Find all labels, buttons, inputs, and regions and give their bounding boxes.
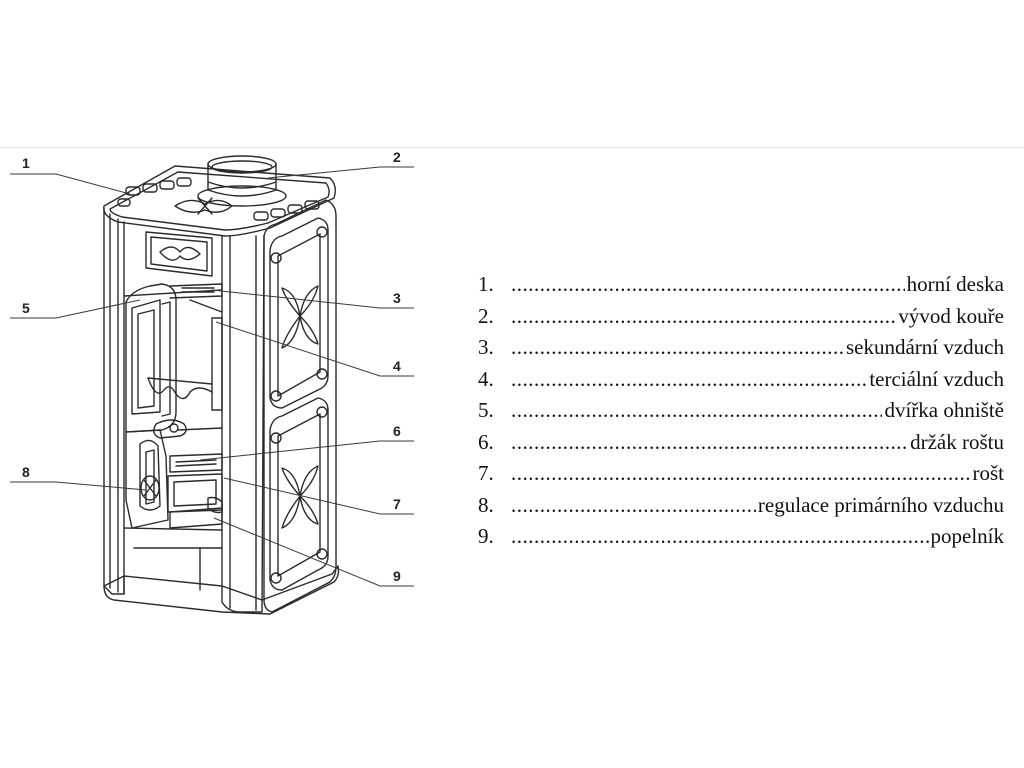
legend-item-label: vývod kouře — [898, 303, 1004, 328]
dot-leader — [511, 364, 867, 396]
legend-item-number: 3. — [478, 335, 494, 359]
legend-item-label: regulace primárního vzduchu — [757, 492, 1004, 517]
legend-item: 2. vývod kouře — [478, 301, 1004, 333]
callout-4: 4 — [393, 358, 401, 374]
legend-item: 5. dvířka ohniště — [478, 395, 1004, 427]
dot-leader — [511, 301, 896, 333]
parts-legend: 1. horní deska 2. vývod kouře 3. sekundá… — [478, 269, 1004, 553]
legend-item-label: držák roštu — [910, 429, 1004, 454]
legend-item: 7. rošt — [478, 458, 1004, 490]
legend-item-label: sekundární vzduch — [845, 335, 1004, 359]
front-ornament — [145, 231, 213, 277]
leader-line-5 — [10, 299, 141, 319]
legend-item-label: horní deska — [906, 272, 1004, 296]
legend-item-label: dvířka ohniště — [884, 398, 1004, 422]
dot-leader — [511, 427, 908, 459]
callout-7: 7 — [393, 496, 401, 512]
legend-item-number: 7. — [478, 461, 494, 485]
callout-2: 2 — [393, 149, 401, 165]
leader-line-1 — [10, 173, 131, 195]
legend-item-number: 5. — [478, 398, 494, 422]
dot-leader — [511, 521, 929, 553]
callout-8: 8 — [22, 464, 30, 480]
base — [103, 565, 340, 615]
leader-line-6 — [199, 440, 414, 461]
legend-item-number: 6. — [478, 429, 494, 454]
leader-line-2 — [267, 166, 414, 179]
front-column — [221, 235, 265, 613]
legend-item: 9. popelník — [478, 521, 1004, 553]
dot-leader — [511, 458, 971, 490]
leader-line-3 — [211, 289, 414, 309]
callout-3: 3 — [393, 290, 401, 306]
legend-item-label: terciální vzduch — [869, 366, 1004, 391]
leader-line-7 — [223, 477, 414, 515]
top-divider — [0, 147, 1024, 148]
legend-item: 1. horní deska — [478, 269, 1004, 301]
callout-9: 9 — [393, 568, 401, 584]
dot-leader — [511, 269, 905, 301]
legend-item-label: rošt — [972, 461, 1005, 485]
legend-item: 6. držák roštu — [478, 427, 1004, 459]
legend-item-number: 2. — [478, 303, 494, 328]
legend-item-label: popelník — [930, 524, 1005, 548]
legend-item-number: 4. — [478, 366, 494, 391]
left-column — [103, 207, 125, 595]
legend-item-number: 9. — [478, 524, 494, 548]
leader-lines — [10, 166, 414, 587]
callout-1: 1 — [22, 155, 30, 171]
top-plate — [103, 165, 337, 237]
legend-item: 3. sekundární vzduch — [478, 332, 1004, 364]
callout-5: 5 — [22, 300, 30, 316]
legend-item-number: 8. — [478, 492, 494, 517]
callout-6: 6 — [393, 423, 401, 439]
legend-item: 4. terciální vzduch — [478, 364, 1004, 396]
grate — [167, 453, 223, 529]
dot-leader — [511, 332, 844, 364]
leader-line-4 — [215, 321, 414, 377]
legend-item-number: 1. — [478, 272, 494, 296]
dot-leader — [511, 395, 882, 427]
callouts: 1 2 3 4 5 6 7 8 9 — [22, 149, 401, 584]
side-panel — [263, 199, 337, 613]
legend-item: 8. regulace primárního vzduchu — [478, 490, 1004, 522]
flue-collar — [197, 155, 287, 207]
fire-door — [125, 283, 187, 529]
dot-leader — [511, 490, 756, 522]
leader-line-8 — [10, 481, 147, 491]
leader-line-9 — [213, 517, 414, 587]
